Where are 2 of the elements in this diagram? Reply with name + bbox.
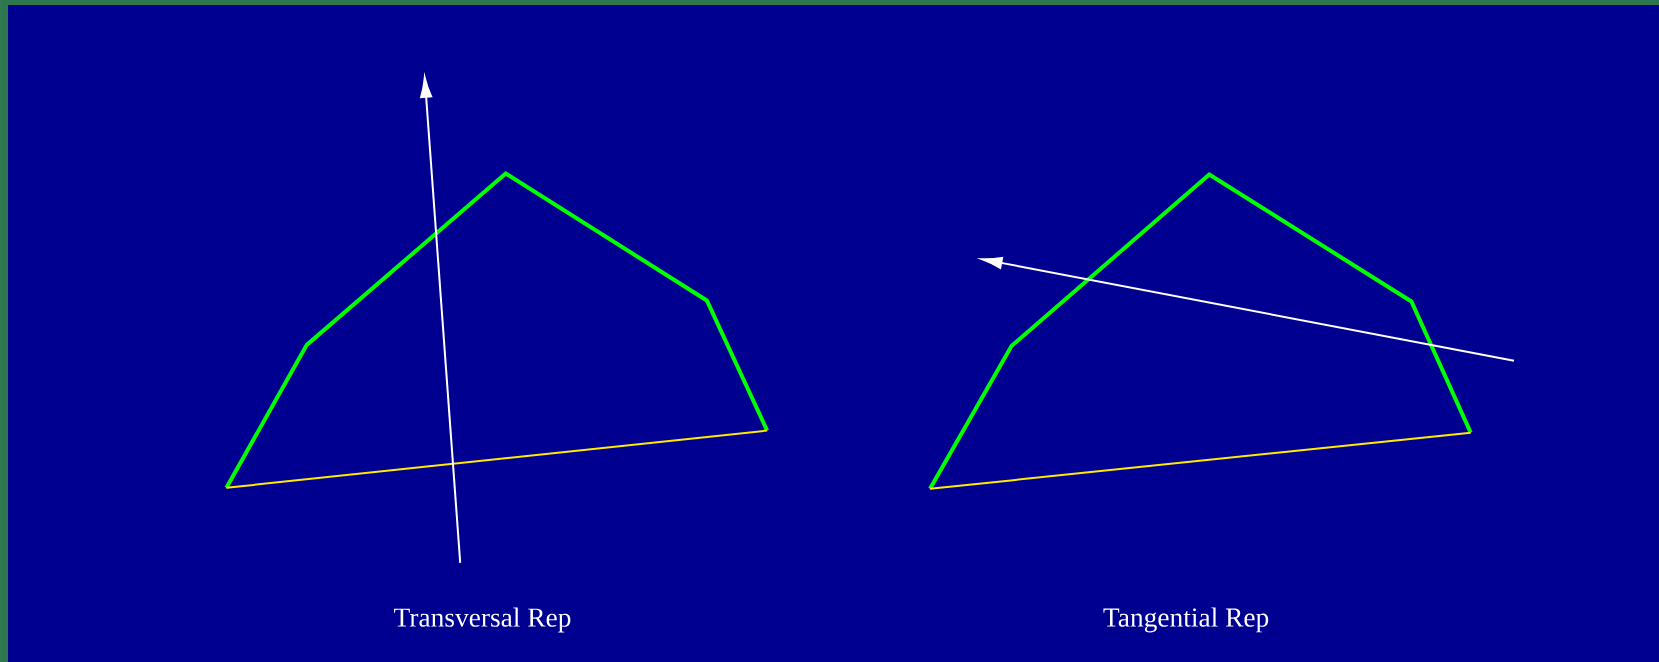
caption: Transversal Rep (394, 607, 571, 633)
caption: Tangential Rep (1103, 607, 1269, 633)
